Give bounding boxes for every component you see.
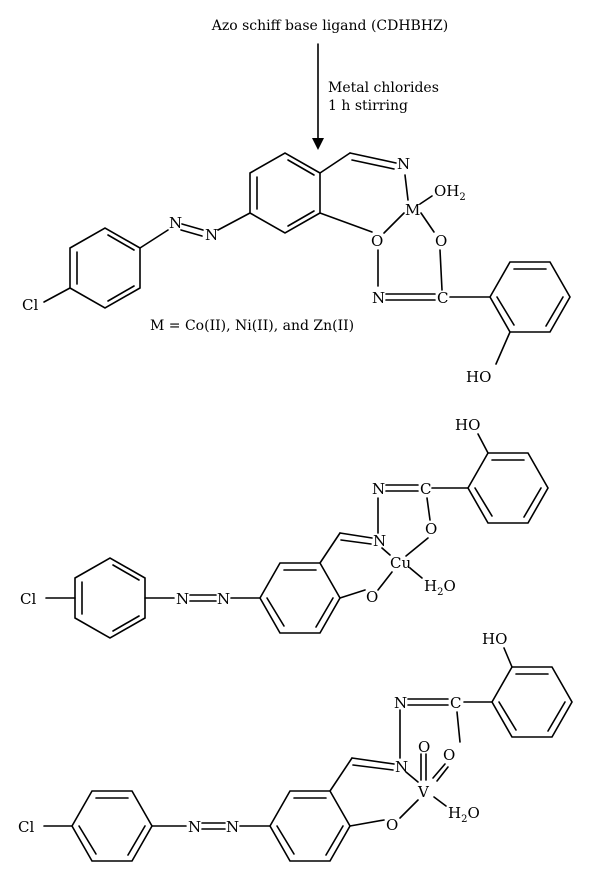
metal-center: M xyxy=(405,201,420,219)
hydroxyphenyl-ring xyxy=(489,261,571,333)
imine-nitrogen: N xyxy=(373,532,386,550)
oxo-oxygen-2: O xyxy=(443,746,455,764)
chloro-atom: Cl xyxy=(20,590,36,608)
oxo-oxygen-1: O xyxy=(418,738,430,756)
imine-nitrogen: N xyxy=(395,758,408,776)
hydroxyphenyl-ring xyxy=(467,452,549,524)
reaction-arrow-head xyxy=(312,138,324,150)
hydrazone-carbon: C xyxy=(450,694,461,712)
metal-center: V xyxy=(417,783,430,801)
water-ligand: OH2 xyxy=(434,182,466,203)
hydrazone-nitrogen: N xyxy=(394,694,407,712)
metal-list-note: M = Co(II), Ni(II), and Zn(II) xyxy=(150,318,354,334)
central-ring xyxy=(259,562,341,634)
azo-nitrogen-1: N xyxy=(176,590,189,608)
copper-complex: Cl N N N Cu O H2O N C O xyxy=(20,416,549,639)
reagent-label: Metal chlorides xyxy=(328,80,439,96)
hydroxyl-group: HO xyxy=(482,630,507,648)
metal-center: Cu xyxy=(390,554,411,572)
azo-nitrogen-2: N xyxy=(226,818,239,836)
azo-nitrogen-2: N xyxy=(217,590,230,608)
chlorophenyl-ring xyxy=(69,227,141,309)
chloro-atom: Cl xyxy=(22,296,38,314)
azo-nitrogen-1: N xyxy=(188,818,201,836)
hydroxyl-group: HO xyxy=(455,416,480,434)
hydrazone-nitrogen: N xyxy=(372,289,385,307)
azo-nitrogen-2: N xyxy=(205,226,218,244)
azo-nitrogen-1: N xyxy=(169,214,182,232)
chloro-atom: Cl xyxy=(18,818,34,836)
hydrazone-carbon: C xyxy=(437,289,448,307)
hydrazone-nitrogen: N xyxy=(372,480,385,498)
chlorophenyl-ring xyxy=(71,790,153,862)
water-ligand: H2O xyxy=(448,804,480,825)
chlorophenyl-ring xyxy=(74,557,146,639)
vanadium-complex: Cl N N N V O O O H2O N C xyxy=(18,630,573,862)
central-ring xyxy=(269,790,351,862)
central-ring xyxy=(249,152,321,234)
phenoxy-oxygen: O xyxy=(366,588,378,606)
condition-label: 1 h stirring xyxy=(328,98,408,114)
water-ligand: H2O xyxy=(424,577,456,598)
hydrazone-carbon: C xyxy=(420,480,431,498)
imine-nitrogen: N xyxy=(397,155,410,173)
enol-oxygen: O xyxy=(435,232,447,250)
scheme-title: Azo schiff base ligand (CDHBHZ) xyxy=(211,18,449,34)
hydroxyl-group: HO xyxy=(466,368,491,386)
phenoxy-oxygen: O xyxy=(371,232,383,250)
enol-oxygen: O xyxy=(425,520,437,538)
hydroxyphenyl-ring xyxy=(491,666,573,738)
metal-complex-m: Cl N N N M OH2 O O N C xyxy=(22,152,571,386)
phenoxy-oxygen: O xyxy=(386,816,398,834)
